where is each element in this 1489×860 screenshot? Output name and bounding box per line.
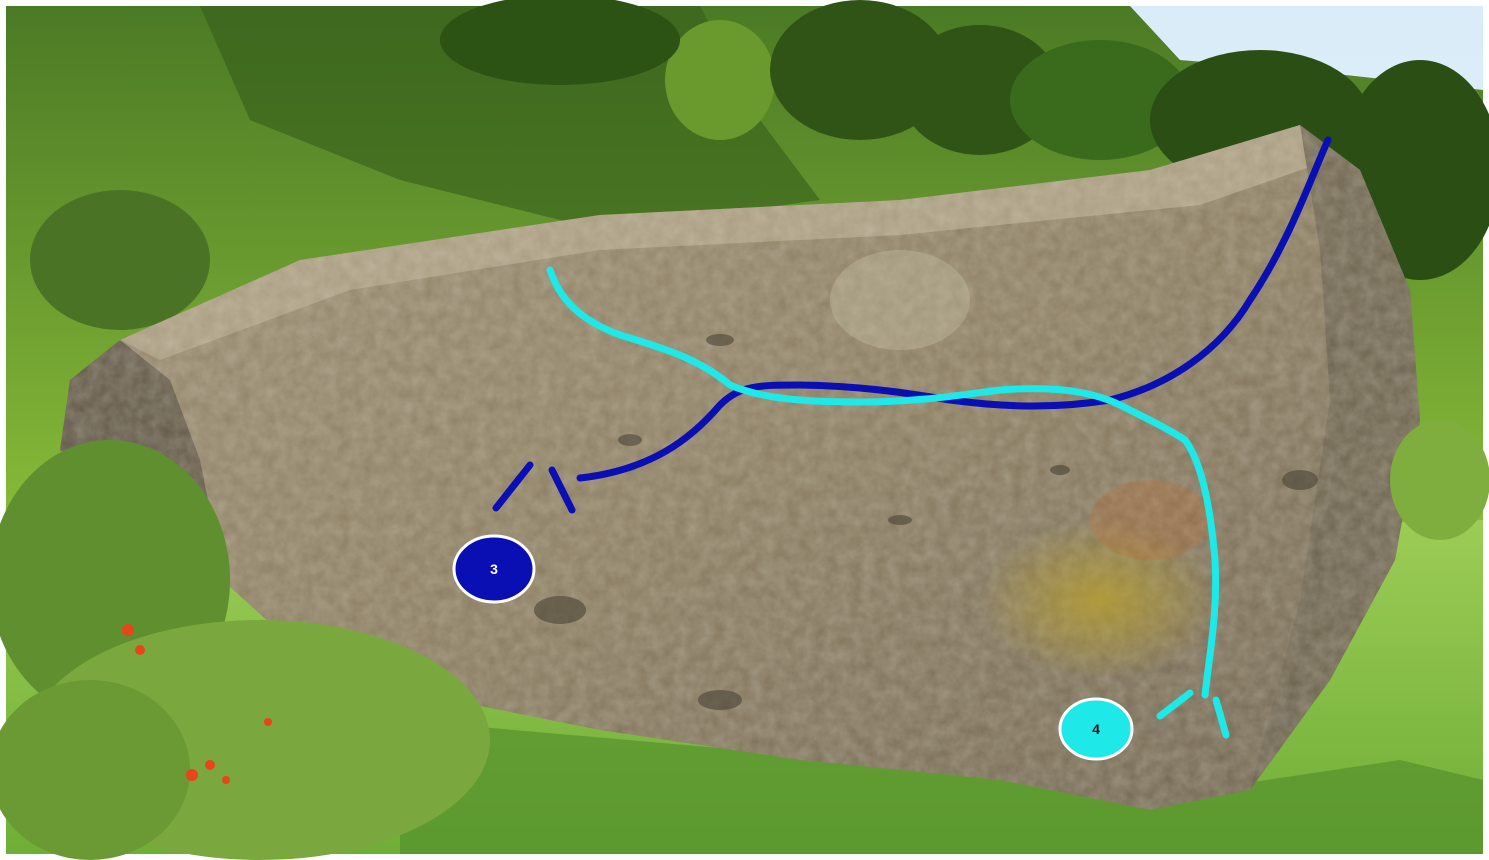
route-badge-4-label: 4 [1092, 721, 1100, 737]
route-badge-3[interactable]: 3 [452, 534, 536, 604]
trees [30, 0, 1489, 330]
boulder-shadow [400, 720, 1483, 854]
red-flowers [122, 624, 272, 784]
boulder [60, 125, 1420, 810]
bushes [0, 420, 1489, 860]
hill-shadow [200, 6, 820, 230]
route-3-line [492, 136, 1332, 514]
route-badge-3-label: 3 [490, 561, 498, 577]
route-4-line [546, 266, 1230, 739]
route-badge-4[interactable]: 4 [1058, 697, 1134, 761]
